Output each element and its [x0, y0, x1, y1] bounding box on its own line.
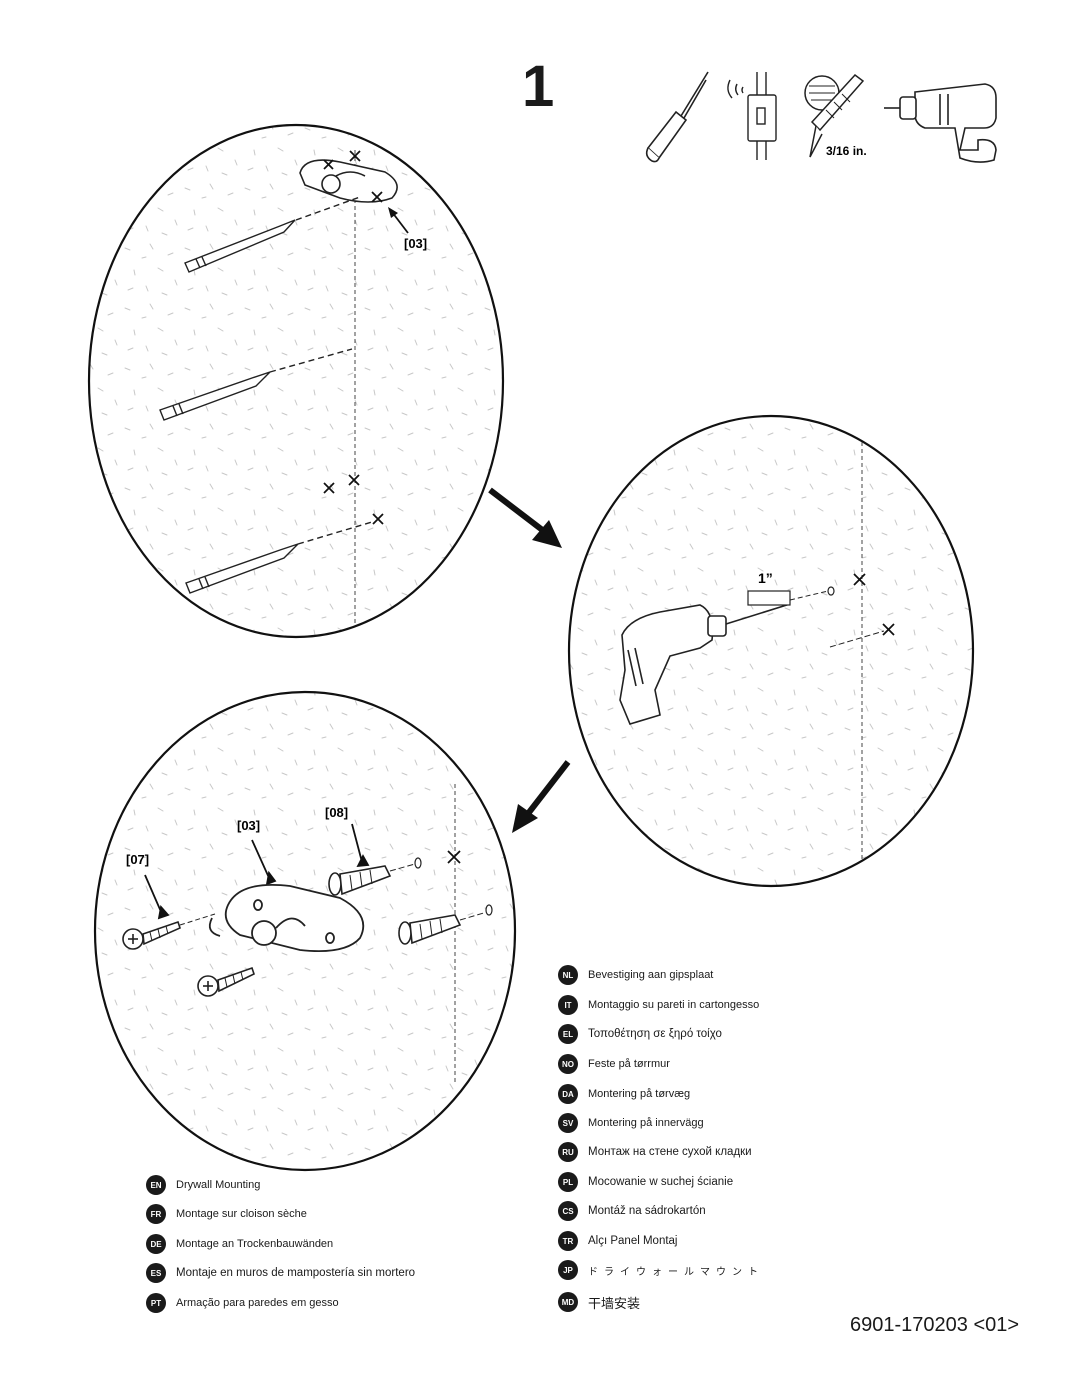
language-text: ドライウォールマウント — [588, 1266, 764, 1278]
language-code-badge: SV — [558, 1113, 578, 1133]
part-label-08: [08] — [325, 805, 348, 820]
language-text: Montage sur cloison sèche — [176, 1208, 307, 1220]
arrow-icon — [391, 211, 409, 234]
drill-bit-size: 3/16 in. — [826, 144, 867, 158]
language-text: Armação para paredes em gesso — [176, 1297, 339, 1309]
pencil-icon — [184, 196, 361, 273]
language-code-badge: DA — [558, 1084, 578, 1104]
language-code-badge: TR — [558, 1231, 578, 1251]
language-code-badge: CS — [558, 1201, 578, 1221]
arrow-icon — [488, 487, 562, 548]
part-label-03-bottom: [03] — [237, 818, 260, 833]
language-item-no: NO Feste på tørrmur — [558, 1054, 670, 1074]
language-text: Montering på tørvæg — [588, 1088, 691, 1100]
language-code-badge: ES — [146, 1263, 166, 1283]
language-item-ru: RU Монтаж на стене сухой кладки — [558, 1142, 752, 1162]
language-code-badge: NO — [558, 1054, 578, 1074]
language-text: Montaggio su pareti in cartongesso — [588, 999, 760, 1011]
power-drill-icon — [619, 603, 791, 725]
language-code-badge: JP — [558, 1260, 578, 1280]
language-code-badge: RU — [558, 1142, 578, 1162]
language-text: Alçı Panel Montaj — [588, 1235, 678, 1247]
language-code-badge: FR — [146, 1204, 166, 1224]
x-mark-icon — [323, 474, 384, 525]
screw-icon — [122, 913, 216, 950]
x-mark-icon — [447, 850, 461, 864]
language-item-pt: PT Armação para paredes em gesso — [146, 1293, 339, 1313]
panel-mark-positions: [03] — [87, 123, 505, 639]
part-label-03-top: [03] — [404, 236, 427, 251]
language-item-de: DE Montage an Trockenbauwänden — [146, 1234, 333, 1254]
panel-drill-holes: 1” — [567, 414, 975, 888]
language-text: Feste på tørrmur — [588, 1058, 670, 1070]
drill-bit-icon — [804, 73, 865, 158]
language-text: Bevestiging aan gipsplaat — [588, 969, 714, 981]
panel-attach-hardware: [08] [03] [07] — [93, 690, 517, 1172]
language-item-es: ES Montaje en muros de mampostería sin m… — [146, 1263, 415, 1283]
language-item-fr: FR Montage sur cloison sèche — [146, 1204, 307, 1224]
pencil-icon — [185, 521, 373, 594]
wall-plate-icon — [299, 159, 398, 203]
power-drill-icon — [884, 83, 997, 163]
x-mark-icon — [853, 573, 895, 636]
language-item-da: DA Montering på tørvæg — [558, 1084, 690, 1104]
wall-anchor-icon — [398, 914, 462, 945]
language-item-jp: JP ドライウォールマウント — [558, 1260, 764, 1280]
screw-icon — [197, 966, 255, 997]
wall-plate-icon — [208, 883, 365, 953]
language-item-nl: NL Bevestiging aan gipsplaat — [558, 965, 713, 985]
language-text: Montage an Trockenbauwänden — [176, 1238, 334, 1250]
language-item-pl: PL Mocowanie w suchej ścianie — [558, 1172, 733, 1192]
document-code: 6901-170203 <01> — [850, 1314, 1020, 1336]
stud-finder-icon — [727, 72, 777, 160]
language-code-badge: PT — [146, 1293, 166, 1313]
language-item-cs: CS Montáž na sádrokartón — [558, 1201, 706, 1221]
language-item-el: EL Τοποθέτηση σε ξηρό τοίχο — [558, 1024, 722, 1044]
language-text: Drywall Mounting — [176, 1179, 261, 1191]
language-text: Монтаж на стене сухой кладки — [588, 1146, 752, 1158]
language-code-badge: DE — [146, 1234, 166, 1254]
language-item-tr: TR Alçı Panel Montaj — [558, 1231, 678, 1251]
language-code-badge: IT — [558, 995, 578, 1015]
language-item-sv: SV Montering på innervägg — [558, 1113, 704, 1133]
drill-depth-label: 1” — [758, 570, 773, 586]
arrow-icon — [512, 760, 571, 833]
part-label-07: [07] — [126, 852, 149, 867]
language-text: Τοποθέτηση σε ξηρό τοίχο — [588, 1028, 722, 1040]
language-text: Mocowanie w suchej ścianie — [588, 1176, 734, 1188]
language-text: Montaje en muros de mampostería sin mort… — [176, 1267, 416, 1279]
language-code-badge: MD — [558, 1292, 578, 1312]
language-item-md: MD 干墙安装 — [558, 1292, 640, 1312]
arrow-icon — [144, 823, 370, 920]
language-code-badge: PL — [558, 1172, 578, 1192]
language-item-en: EN Drywall Mounting — [146, 1175, 260, 1195]
pencil-icon — [159, 348, 353, 421]
language-text: Montering på innervägg — [588, 1117, 704, 1129]
x-mark-icon — [323, 150, 383, 203]
language-item-it: IT Montaggio su pareti in cartongesso — [558, 995, 759, 1015]
language-text: Montáž na sádrokartón — [588, 1205, 706, 1217]
screwdriver-icon — [645, 71, 709, 163]
language-code-badge: EL — [558, 1024, 578, 1044]
step-number: 1 — [522, 54, 555, 119]
language-code-badge: EN — [146, 1175, 166, 1195]
wall-anchor-icon — [328, 865, 392, 896]
language-code-badge: NL — [558, 965, 578, 985]
language-text: 干墙安装 — [588, 1295, 641, 1311]
